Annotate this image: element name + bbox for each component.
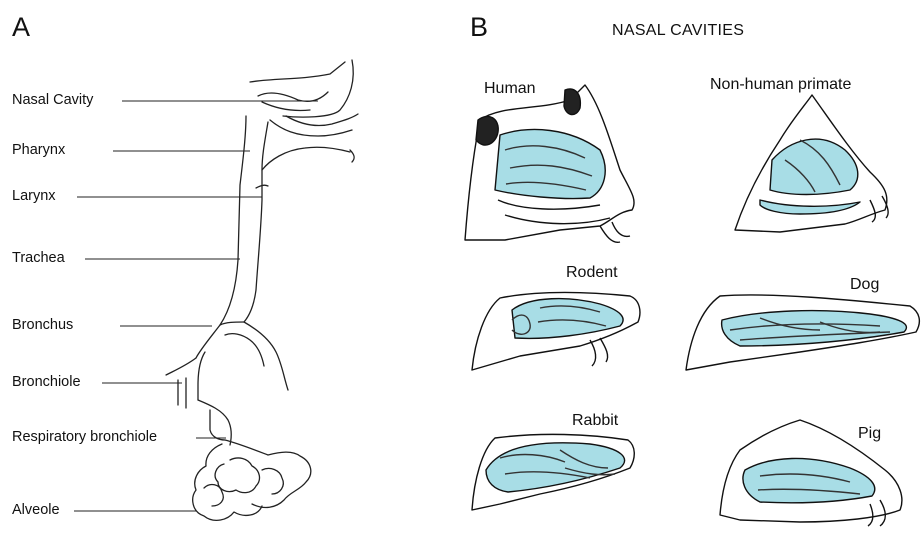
label-human: Human xyxy=(484,80,536,98)
label-nonhuman-primate: Non-human primate xyxy=(710,76,851,94)
human-nasal-cavity xyxy=(465,85,634,242)
dog-nasal-cavity xyxy=(686,295,919,370)
rodent-nasal-cavity xyxy=(472,293,640,371)
primate-nasal-cavity xyxy=(735,95,888,232)
rabbit-nasal-cavity xyxy=(472,434,634,510)
label-dog: Dog xyxy=(850,276,879,294)
label-pig: Pig xyxy=(858,425,881,443)
label-rodent: Rodent xyxy=(566,264,618,282)
label-rabbit: Rabbit xyxy=(572,412,618,430)
